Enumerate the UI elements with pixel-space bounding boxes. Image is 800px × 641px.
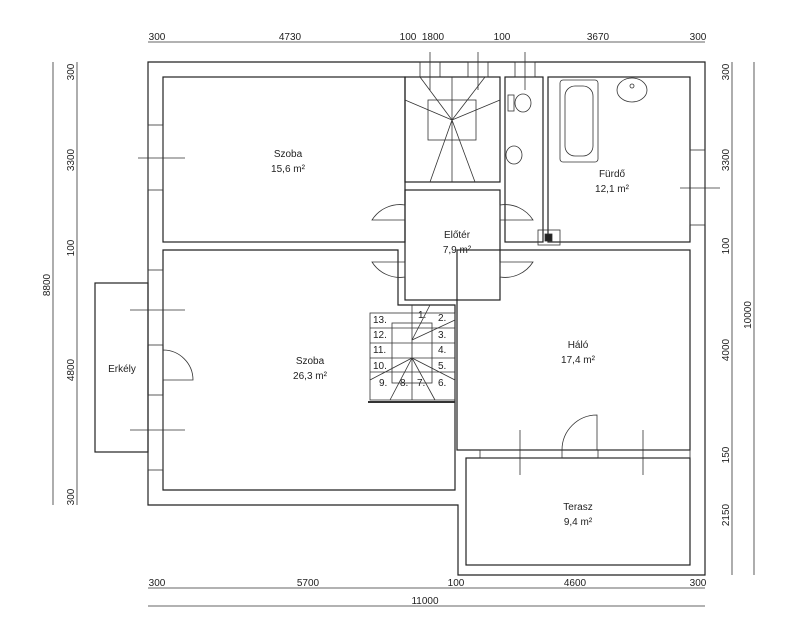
windows (130, 52, 720, 475)
room-eloter (404, 189, 501, 301)
svg-text:1.: 1. (418, 310, 426, 321)
room-name: Fürdő (599, 169, 626, 180)
wc-room (504, 76, 544, 243)
room-area: 15,6 m² (271, 164, 306, 175)
room-name: Háló (568, 340, 589, 351)
svg-text:300: 300 (149, 32, 166, 43)
svg-text:3300: 3300 (66, 148, 77, 171)
svg-text:4600: 4600 (564, 578, 587, 589)
room-area: 17,4 m² (561, 355, 596, 366)
svg-text:11000: 11000 (411, 596, 439, 607)
stairs-upper (404, 76, 501, 183)
svg-text:100: 100 (721, 237, 732, 254)
svg-text:4800: 4800 (66, 358, 77, 381)
svg-text:4730: 4730 (279, 32, 302, 43)
svg-text:10.: 10. (373, 361, 387, 372)
balcony-erkely (94, 282, 149, 453)
room-name: Előtér (444, 230, 471, 241)
svg-text:8.: 8. (400, 378, 408, 389)
svg-text:13.: 13. (373, 315, 387, 326)
outer-wall (147, 61, 706, 576)
svg-text:1800: 1800 (422, 32, 445, 43)
svg-text:11.: 11. (373, 345, 386, 356)
svg-text:300: 300 (149, 578, 166, 589)
svg-text:7.: 7. (417, 378, 425, 389)
svg-text:9.: 9. (379, 378, 387, 389)
svg-text:300: 300 (690, 578, 707, 589)
room-name: Erkély (108, 364, 136, 375)
room-area: 9,4 m² (564, 517, 593, 528)
stair-well-top (404, 76, 501, 183)
svg-text:300: 300 (690, 32, 707, 43)
room-terasz (465, 457, 691, 566)
svg-text:3670: 3670 (587, 32, 610, 43)
room-area: 12,1 m² (595, 184, 630, 195)
room-area: 7,9 m² (443, 245, 472, 256)
room-area: 26,3 m² (293, 371, 328, 382)
svg-text:300: 300 (66, 63, 77, 80)
svg-text:4.: 4. (438, 345, 446, 356)
svg-text:300: 300 (721, 63, 732, 80)
dimension-lines (52, 41, 755, 607)
bathroom-fixtures (505, 77, 648, 165)
stairs-lower (368, 304, 456, 403)
svg-text:5700: 5700 (297, 578, 320, 589)
room-name: Szoba (296, 356, 325, 367)
doors (162, 204, 598, 451)
svg-text:2150: 2150 (721, 503, 732, 526)
svg-text:3300: 3300 (721, 148, 732, 171)
svg-text:2.: 2. (438, 313, 446, 324)
room-szoba-lower (162, 249, 456, 491)
svg-text:6.: 6. (438, 378, 446, 389)
svg-text:100: 100 (494, 32, 511, 43)
svg-text:3.: 3. (438, 330, 446, 341)
svg-text:300: 300 (66, 488, 77, 505)
dimension-labels: 300 4730 100 1800 100 3670 300 300 5700 100 4… (42, 32, 754, 607)
room-name: Terasz (563, 502, 592, 513)
room-name: Szoba (274, 149, 303, 160)
svg-text:5.: 5. (438, 361, 446, 372)
svg-text:150: 150 (721, 446, 732, 463)
svg-text:12.: 12. (373, 330, 387, 341)
svg-text:100: 100 (400, 32, 417, 43)
svg-text:100: 100 (66, 239, 77, 256)
svg-text:10000: 10000 (743, 301, 754, 329)
stair-numbers: 1. 2. 3. 4. 5. 6. 7. 8. 9. 10. 11. 12. 13. (373, 310, 446, 389)
svg-text:100: 100 (448, 578, 465, 589)
svg-text:8800: 8800 (42, 273, 53, 296)
room-furdo (547, 76, 691, 243)
room-labels: Szoba 15,6 m² Fürdő 12,1 m² Előtér 7,9 m… (108, 149, 630, 528)
svg-text:4000: 4000 (721, 338, 732, 361)
